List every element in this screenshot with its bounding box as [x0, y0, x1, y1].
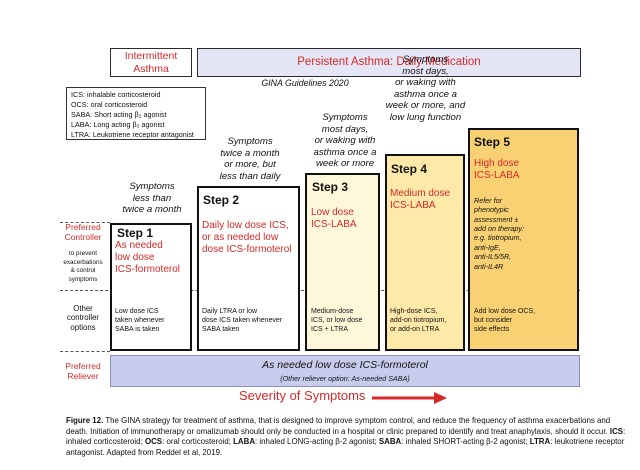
step-5-other-options: Add low dose OCS, but consider side effe… — [474, 308, 536, 334]
legend-item: SABA: Short acting β₂ agonist — [71, 109, 167, 119]
caption-abbr-key: OCS — [144, 437, 163, 446]
caption-abbr-key: LABA — [233, 437, 256, 446]
abbreviation-legend: ICS: inhalable corticosteroid OCS: oral … — [66, 87, 206, 140]
step-1-box — [110, 223, 192, 351]
caption-abbr-key: LTRA — [529, 437, 551, 446]
step-1-preferred-controller: As needed low dose ICS-formoterol — [115, 240, 181, 275]
step-4-title: Step 4 — [391, 162, 428, 176]
legend-item: LTRA: Leukotriene receptor antagonist — [71, 129, 194, 139]
step-2-other-options: Daily LTRA or low dose ICS taken wheneve… — [202, 308, 283, 334]
step-3-preferred-controller: Low dose ICS-LABA — [311, 207, 357, 230]
preferred-controller-label: Preferred Controller — [64, 222, 102, 243]
severity-label: Severity of Symptoms — [239, 388, 366, 403]
caption-abbr-value: : leukotriene receptor antagonist. Adapt… — [66, 437, 625, 457]
step-3-box — [305, 173, 380, 351]
caption-figure-label: Figure 12. — [66, 416, 104, 425]
caption-text: The GINA strategy for treatment of asthm… — [66, 416, 611, 436]
step-2-title: Step 2 — [203, 193, 240, 207]
step-1-other-options: Low dose ICS taken whenever SABA is take… — [115, 308, 165, 334]
symptoms-step-1: Symptoms less than twice a month — [122, 181, 182, 215]
symptoms-step-3: Symptoms most days, or waking with asthm… — [313, 112, 377, 169]
step-4-preferred-controller: Medium dose ICS-LABA — [390, 188, 451, 211]
figure-caption: Figure 12. The GINA strategy for treatme… — [66, 416, 626, 458]
caption-abbr-value: : inhaled corticosteroid; — [66, 426, 626, 447]
step-5-title: Step 5 — [474, 135, 511, 149]
step-1-title: Step 1 — [117, 226, 154, 240]
step-3-title: Step 3 — [312, 180, 349, 194]
persistent-asthma-banner: Persistent Asthma: Daily Medication — [197, 48, 581, 77]
step-5-box — [468, 128, 579, 351]
legend-item: LABA: Long acting β₂ agonist — [71, 119, 165, 129]
caption-abbr-value: : inhaled LONG-acting β-2 agonist; — [255, 437, 379, 446]
reliever-main-text: As needed low dose ICS-formoterol — [262, 359, 428, 371]
step-5-referral-note: Refer for phenotypic assessment ± add on… — [474, 196, 524, 271]
preferred-reliever-label: Preferred Reliever — [65, 361, 101, 382]
legend-item: ICS: inhalable corticosteroid — [71, 90, 161, 99]
severity-arrow-icon — [372, 392, 447, 404]
other-controller-label: Other controller options — [66, 304, 100, 332]
caption-abbr-key: SABA — [378, 437, 402, 446]
divider-other-bottom — [60, 351, 110, 352]
divider-controller-top — [60, 222, 110, 223]
preferred-controller-sublabel: to prevent exacerbations & control sympt… — [63, 250, 103, 283]
step-4-box — [385, 154, 465, 351]
chart-subtitle: GINA Guidelines 2020 — [261, 78, 349, 88]
intermittent-asthma-banner: Intermittent Asthma — [110, 48, 192, 77]
reliever-sub-text: (Other reliever option: As-needed SABA) — [280, 374, 410, 383]
step-2-box — [197, 186, 300, 351]
step-3-other-options: Medium-dose ICS, or low dose ICS + LTRA — [311, 308, 363, 334]
caption-abbr-value: : inhaled SHORT-acting β-2 agonist; — [401, 437, 530, 446]
symptoms-step-2: Symptoms twice a month or more, but less… — [219, 136, 281, 182]
caption-abbr-key: ICS — [609, 426, 624, 436]
symptoms-step-4: Symptoms most days, or waking with asthm… — [385, 54, 466, 123]
step-5-preferred-controller: High dose ICS-LABA — [474, 158, 520, 181]
step-4-other-options: High-dose ICS, add-on tiotropium, or add… — [390, 308, 447, 334]
step-2-preferred-controller: Daily low dose ICS, or as needed low dos… — [202, 220, 292, 255]
reliever-bar: As needed low dose ICS-formoterol (Other… — [110, 355, 580, 387]
caption-abbr-value: : oral corticosteroid; — [162, 437, 234, 446]
legend-item: OCS: oral corticosteroid — [71, 99, 148, 109]
